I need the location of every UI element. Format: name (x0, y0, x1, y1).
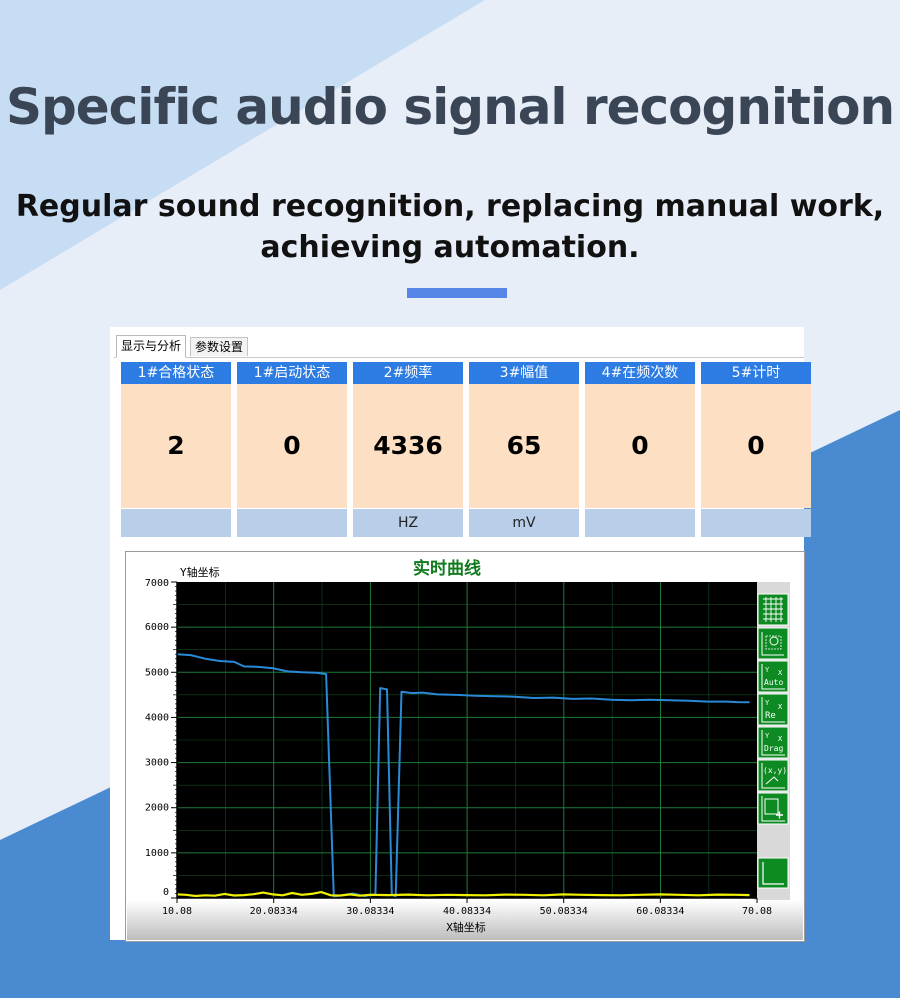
card-unit (237, 509, 347, 537)
card-unit (121, 509, 231, 537)
y-tick-label: 6000 (145, 622, 169, 633)
y-tick-label: 0 (163, 887, 169, 898)
card-qualified-status: 1#合格状态 2 (121, 362, 231, 537)
card-value: 2 (121, 384, 231, 508)
icon-auto: Auto (764, 678, 783, 687)
axis-icon[interactable] (757, 857, 789, 889)
card-frequency: 2#频率 4336 HZ (353, 362, 463, 537)
card-timer: 5#计时 0 (701, 362, 811, 537)
chart-toolbar: Y X Auto Y X Re Y X Drag (757, 593, 789, 889)
icon-drag: Drag (764, 744, 783, 753)
card-label: 1#合格状态 (121, 362, 231, 384)
coordinate-icon[interactable]: (x,y) (757, 759, 789, 792)
export-icon[interactable] (757, 792, 789, 825)
icon-re: Re (765, 711, 776, 721)
card-unit: HZ (353, 509, 463, 537)
status-cards: 1#合格状态 2 1#启动状态 0 2#频率 4336 HZ 3#幅值 65 m… (121, 362, 811, 537)
page-title: Specific audio signal recognition (5, 78, 895, 136)
x-tick-label: 50.08334 (540, 906, 588, 917)
drag-icon[interactable]: Y X Drag (757, 726, 789, 759)
card-unit (585, 509, 695, 537)
series-line-amplitude (176, 891, 750, 898)
reset-icon[interactable]: Y X Re (757, 693, 789, 726)
tab-display-analysis[interactable]: 显示与分析 (116, 335, 187, 358)
card-value: 0 (585, 384, 695, 508)
realtime-chart-panel: 0 1000 2000 3000 4000 5000 6000 7000 10.08 20.08… (125, 551, 805, 942)
y-tick-label: 3000 (145, 758, 169, 769)
tab-bar: 显示与分析 参数设置 (114, 335, 804, 358)
x-tick-label: 70.08 (742, 906, 772, 917)
card-value: 65 (469, 384, 579, 508)
series-line-frequency (176, 653, 750, 898)
card-value: 0 (237, 384, 347, 508)
card-label: 5#计时 (701, 362, 811, 384)
x-axis-band (127, 900, 803, 940)
card-unit: mV (469, 509, 579, 537)
card-start-status: 1#启动状态 0 (237, 362, 347, 537)
y-tick-label: 5000 (145, 667, 169, 678)
card-amplitude: 3#幅值 65 mV (469, 362, 579, 537)
chart-title: 实时曲线 (413, 558, 481, 579)
grid-icon[interactable] (757, 593, 789, 626)
y-tick-label: 7000 (145, 578, 169, 589)
y-tick-label: 2000 (145, 803, 169, 814)
x-tick-label: 40.08334 (443, 906, 491, 917)
y-axis-label: Y轴坐标 (180, 565, 220, 579)
card-label: 3#幅值 (469, 362, 579, 384)
x-tick-label: 10.08 (162, 906, 192, 917)
card-label: 1#启动状态 (237, 362, 347, 384)
icon-x: X (778, 735, 783, 743)
accent-bar (407, 288, 507, 298)
icon-y: Y (765, 666, 770, 674)
card-value: 4336 (353, 384, 463, 508)
y-tick-label: 1000 (145, 848, 169, 859)
card-unit (701, 509, 811, 537)
icon-y: Y (765, 732, 770, 740)
card-label: 4#在频次数 (585, 362, 695, 384)
icon-y: Y (765, 699, 770, 707)
y-tick-label: 4000 (145, 712, 169, 723)
x-tick-label: 30.08334 (346, 906, 394, 917)
subtitle-line-2: achieving automation. (260, 230, 640, 265)
x-tick-label: 60.08334 (636, 906, 684, 917)
auto-scale-icon[interactable]: Y X Auto (757, 660, 789, 693)
card-value: 0 (701, 384, 811, 508)
icon-coord: (x,y) (763, 766, 787, 775)
realtime-chart[interactable]: 0 1000 2000 3000 4000 5000 6000 7000 10.08 20.08… (126, 552, 804, 941)
app-window: 显示与分析 参数设置 1#合格状态 2 1#启动状态 0 2#频率 4336 H… (110, 327, 811, 942)
subtitle-line-1: Regular sound recognition, replacing man… (15, 189, 885, 224)
card-in-frequency-count: 4#在频次数 0 (585, 362, 695, 537)
icon-x: X (778, 703, 783, 711)
icon-x: X (778, 669, 783, 677)
x-axis-label: X轴坐标 (446, 920, 486, 934)
x-tick-label: 20.08334 (250, 906, 298, 917)
card-label: 2#频率 (353, 362, 463, 384)
page-subtitle: Regular sound recognition, replacing man… (0, 186, 900, 268)
zoom-icon[interactable] (757, 627, 789, 660)
tab-parameter-settings[interactable]: 参数设置 (190, 337, 249, 356)
